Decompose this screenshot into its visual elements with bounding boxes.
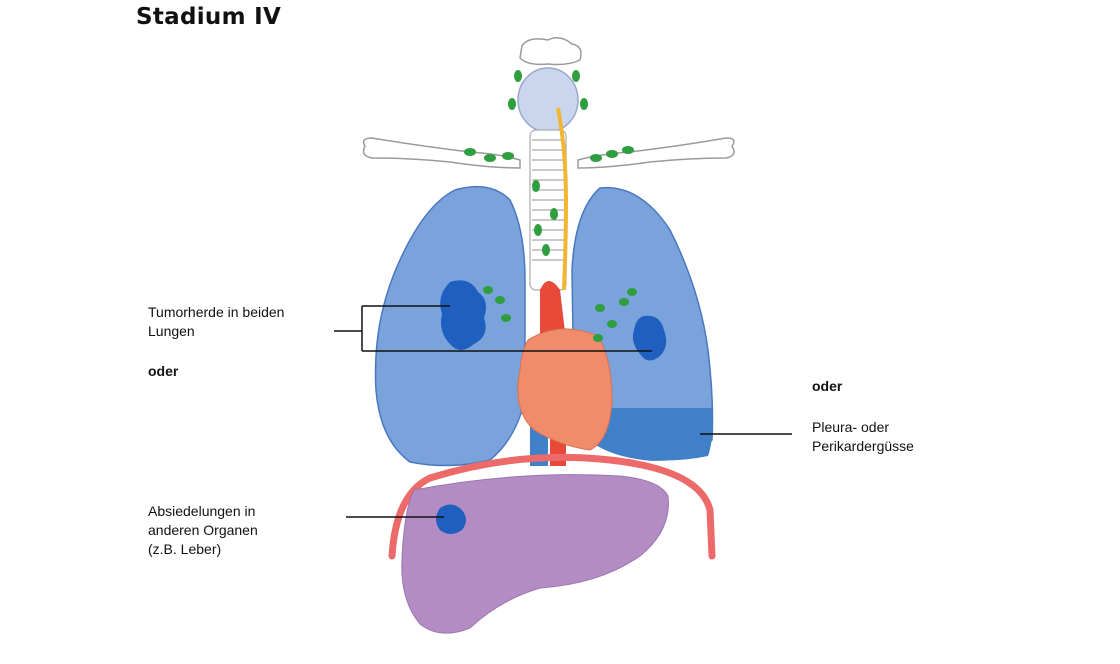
diaphragm (388, 453, 716, 560)
leader-lines (334, 305, 792, 518)
tumor-liver (436, 504, 466, 534)
tumor-right-lung (632, 315, 667, 361)
pleural-effusion (596, 408, 713, 461)
trachea (529, 129, 567, 291)
clavicles (362, 137, 735, 169)
vagus-nerve (556, 107, 569, 291)
tumor-left-lung (440, 280, 486, 350)
label-lung-tumors: Tumorherde in beiden Lungen (148, 304, 285, 339)
lymph-nodes (464, 70, 637, 342)
label-oder-right: oder (812, 378, 843, 394)
liver (401, 474, 669, 634)
skull-base (517, 37, 582, 133)
label-oder-left: oder (148, 363, 179, 379)
diagram-title: Stadium IV (136, 4, 282, 30)
label-metastases: Absiedelungen in anderen Organen (z.B. L… (148, 503, 258, 557)
label-effusion: Pleura- oder Perikardergüsse (812, 419, 914, 454)
